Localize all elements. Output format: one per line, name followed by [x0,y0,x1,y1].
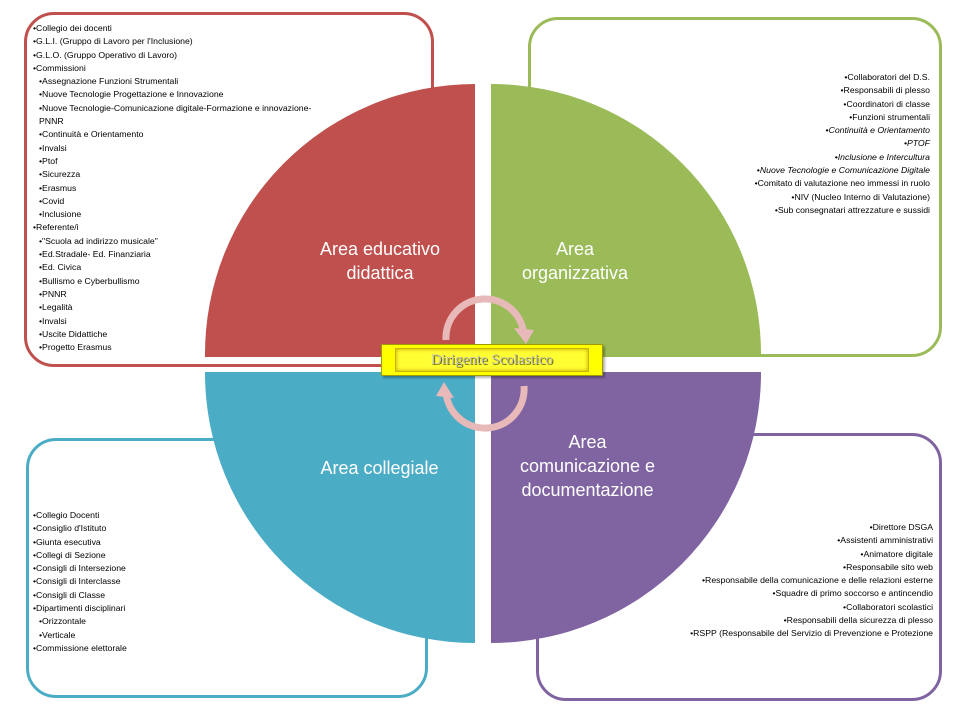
list-item: •Collaboratori del D.S. [844,72,930,82]
list-item: •Coordinatori di classe [843,98,930,109]
label-line: didattica [346,263,414,283]
list-item: •PNNR [39,288,67,299]
label-area-educativo: Area educativo didattica [295,237,465,285]
list-area-collegiale: •Collegio Docenti •Consiglio d'Istituto •G… [33,509,283,655]
cycle-arrows-icon [442,295,528,432]
label-line: comunicazione e [519,456,656,476]
list-item: •Verticale [39,629,76,640]
list-item: •"Scuola ad indirizzo musicale" [39,235,158,246]
quadrant-collegiale [204,372,475,643]
list-item: •NIV (Nucleo Interno di Valutazione) [791,191,930,202]
list-item: •Direttore DSGA [869,522,933,532]
list-item: •G.L.O. (Gruppo Operativo di Lavoro) [33,49,178,60]
list-item: •Orizzontale [39,616,86,627]
list-item: •RSPP (Responsabile del Servizio di Prev… [690,628,933,639]
list-item: •Sicurezza [39,169,81,180]
label-line: Area [568,432,607,452]
list-area-comunicazione: •Direttore DSGA •Assistenti amministrativ… [573,521,933,641]
list-item: •Responsabile della comunicazione e dell… [702,575,933,586]
list-item: •Progetto Erasmus [39,342,112,353]
list-item: •Continuità e Orientamento [39,129,144,140]
list-item: •Collegio dei docenti [33,23,112,33]
list-item: •PTOF [903,138,930,149]
label-line: Area collegiale [320,458,439,478]
quadrant-organizzativa [491,84,762,357]
quadrant-comunicazione [491,372,762,643]
list-item: •Nuove Tecnologie e Comunicazione Digita… [756,165,930,176]
list-item: •Bullismo e Cyberbullismo [39,275,140,286]
list-item: •Invalsi [39,315,67,326]
list-area-organizzativa: •Collaboratori del D.S. •Responsabili di … [570,71,930,217]
list-item: •Nuove Tecnologie Progettazione e Innova… [39,89,224,100]
list-item: •Legalità [39,302,73,313]
list-item: •Comitato di valutazione neo immessi in … [754,178,930,189]
dirigente-scolastico-text: Dirigente Scolastico [395,348,589,372]
list-item: •Commissioni [33,62,86,73]
arrow-head-icon [514,328,534,344]
list-item: •Inclusione [39,209,82,220]
list-item: •Responsabile sito web [843,561,933,572]
label-area-comunicazione: Area comunicazione e documentazione [495,430,680,502]
list-item: •Invalsi [39,142,67,153]
list-item: •Responsabili di plesso [840,85,930,96]
list-item: •Erasmus [39,182,77,193]
list-item: •Squadre di primo soccorso e antincendio [772,588,933,599]
list-item: •Continuità e Orientamento [825,125,930,136]
quadrant-educativo [204,84,475,357]
list-item: •Funzioni strumentali [849,111,930,122]
dirigente-scolastico-label: Dirigente Scolastico [381,344,603,376]
label-area-organizzativa: Area organizzativa [500,237,650,285]
list-item: •Assegnazione Funzioni Strumentali [39,76,179,87]
list-item: •Dipartimenti disciplinari [33,603,126,614]
list-item: •Commissione elettorale [33,642,127,653]
list-area-educativo: •Collegio dei docenti •G.L.I. (Gruppo di … [33,22,313,354]
label-line: Area [555,239,595,259]
list-item: •G.L.I. (Gruppo di Lavoro per l'Inclusio… [33,36,193,47]
arrow-head-icon [436,382,454,398]
list-item: •Nuove Tecnologie-Comunicazione digitale… [39,102,312,127]
list-item: •Inclusione e Intercultura [834,151,930,162]
label-area-collegiale: Area collegiale [292,456,467,480]
list-item: •Sub consegnatari attrezzature e sussidi [774,204,930,215]
label-line: organizzativa [521,263,629,283]
list-item: •Animatore digitale [860,548,933,559]
list-item: •Assistenti amministrativi [837,535,933,546]
list-item: •Consiglio d'Istituto [33,523,107,534]
list-item: •Ptof [39,155,58,166]
list-item: •Referente/i [33,222,79,233]
list-item: •Consigli di Classe [33,589,106,600]
list-item: •Ed. Civica [39,262,82,273]
list-item: •Ed.Stradale- Ed. Finanziaria [39,249,151,260]
list-item: •Collaboratori scolastici [843,601,933,612]
list-item: •Consigli di Intersezione [33,563,126,574]
label-line: documentazione [521,480,654,500]
list-item: •Responsabili della sicurezza di plesso [783,615,933,626]
list-item: •Collegio Docenti [33,510,100,520]
label-line: Area educativo [319,239,441,259]
list-item: •Collegi di Sezione [33,549,106,560]
list-item: •Uscite Didattiche [39,328,108,339]
list-item: •Covid [39,195,65,206]
list-item: •Consigli di Interclasse [33,576,121,587]
list-item: •Giunta esecutiva [33,536,101,547]
